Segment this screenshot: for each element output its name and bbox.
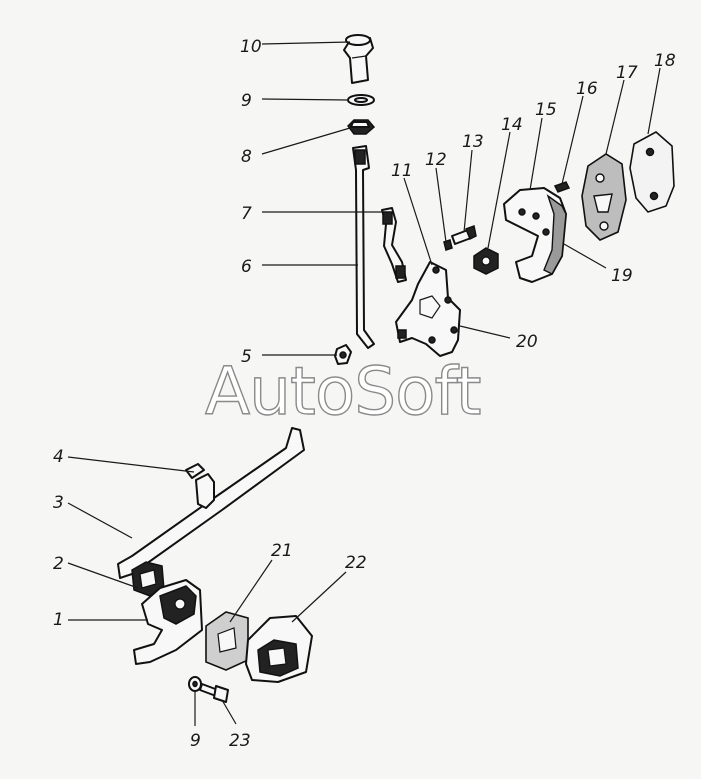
label-13: 13 bbox=[462, 132, 484, 152]
label-4: 4 bbox=[53, 447, 64, 467]
part-12-screw bbox=[443, 239, 453, 251]
label-17: 17 bbox=[616, 63, 638, 83]
part-14-nut bbox=[473, 247, 499, 275]
part-9-washer bbox=[347, 94, 375, 106]
label-8: 8 bbox=[241, 147, 252, 167]
label-18: 18 bbox=[654, 51, 676, 71]
label-19: 19 bbox=[611, 266, 633, 286]
part-4-clip bbox=[185, 463, 215, 509]
part-20-lock-body bbox=[395, 261, 461, 357]
label-2: 2 bbox=[53, 554, 64, 574]
label-20: 20 bbox=[516, 332, 538, 352]
part-7-link-rod bbox=[381, 207, 407, 283]
part-22-handle-cover bbox=[245, 615, 313, 683]
part-17-gasket bbox=[581, 153, 627, 241]
part-8-grommet bbox=[347, 119, 376, 135]
label-11: 11 bbox=[391, 161, 413, 181]
callout-labels: 10 9 8 7 6 5 4 3 2 1 11 12 13 14 15 16 1… bbox=[53, 37, 676, 751]
label-3: 3 bbox=[53, 493, 64, 513]
label-10: 10 bbox=[240, 37, 262, 57]
label-12: 12 bbox=[425, 150, 447, 170]
label-9-bottom: 9 bbox=[190, 731, 201, 751]
label-7: 7 bbox=[241, 204, 252, 224]
part-1-inner-handle bbox=[133, 579, 203, 665]
part-5-clip bbox=[334, 344, 352, 365]
label-16: 16 bbox=[576, 79, 598, 99]
label-15: 15 bbox=[535, 100, 557, 120]
part-6-rod bbox=[352, 145, 375, 349]
label-23: 23 bbox=[229, 731, 251, 751]
leader-lines bbox=[67, 41, 661, 726]
label-22: 22 bbox=[345, 553, 367, 573]
part-2-bracket bbox=[131, 561, 165, 597]
part-10-lock-knob bbox=[343, 34, 374, 84]
part-18-plate bbox=[629, 131, 675, 213]
part-9-washer-lower bbox=[188, 676, 202, 692]
label-21: 21 bbox=[271, 541, 293, 561]
label-1: 1 bbox=[53, 610, 64, 630]
label-5: 5 bbox=[241, 347, 252, 367]
label-9-top: 9 bbox=[241, 91, 252, 111]
part-23-screw bbox=[199, 683, 229, 703]
label-6: 6 bbox=[241, 257, 252, 277]
part-21-pad bbox=[205, 611, 249, 671]
part-15-striker-plate bbox=[503, 187, 567, 283]
watermark-text: AutoSoft bbox=[205, 353, 481, 430]
part-13-bolt bbox=[451, 224, 477, 245]
label-14: 14 bbox=[501, 115, 523, 135]
